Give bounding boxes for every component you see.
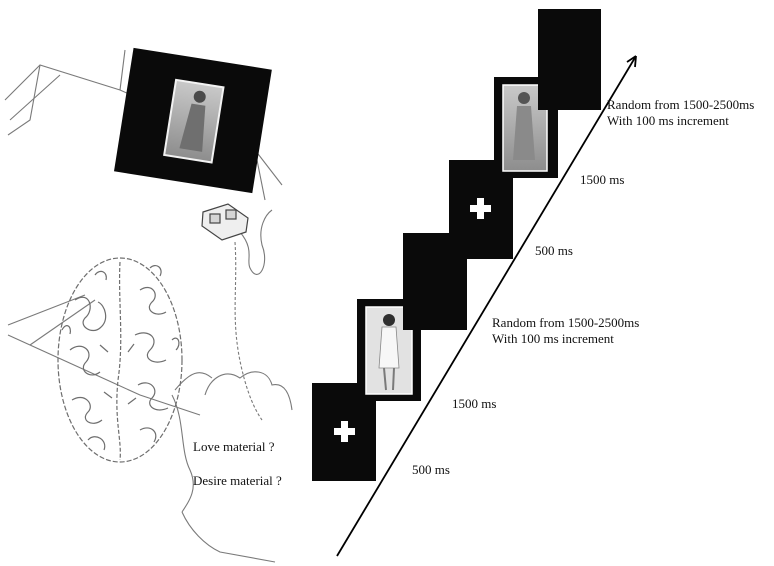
response-device: [202, 204, 248, 240]
screen-blank-2: [538, 9, 601, 110]
brain-sketch: [58, 258, 182, 462]
label-1500ms-1: 1500 ms: [452, 396, 496, 412]
tilted-monitor: [114, 48, 272, 193]
label-500ms-1: 500 ms: [412, 462, 450, 478]
label-1500ms-2: 1500 ms: [580, 172, 624, 188]
label-random-2-line1: Random from 1500-2500ms: [607, 97, 754, 113]
label-random-1-line2: With 100 ms increment: [492, 331, 639, 347]
label-random-1-line1: Random from 1500-2500ms: [492, 315, 639, 331]
question-desire: Desire material ?: [193, 473, 282, 489]
question-love: Love material ?: [193, 439, 275, 455]
label-random-2-line2: With 100 ms increment: [607, 113, 754, 129]
label-500ms-2: 500 ms: [535, 243, 573, 259]
label-random-2: Random from 1500-2500ms With 100 ms incr…: [607, 97, 754, 129]
label-random-1: Random from 1500-2500ms With 100 ms incr…: [492, 315, 639, 347]
